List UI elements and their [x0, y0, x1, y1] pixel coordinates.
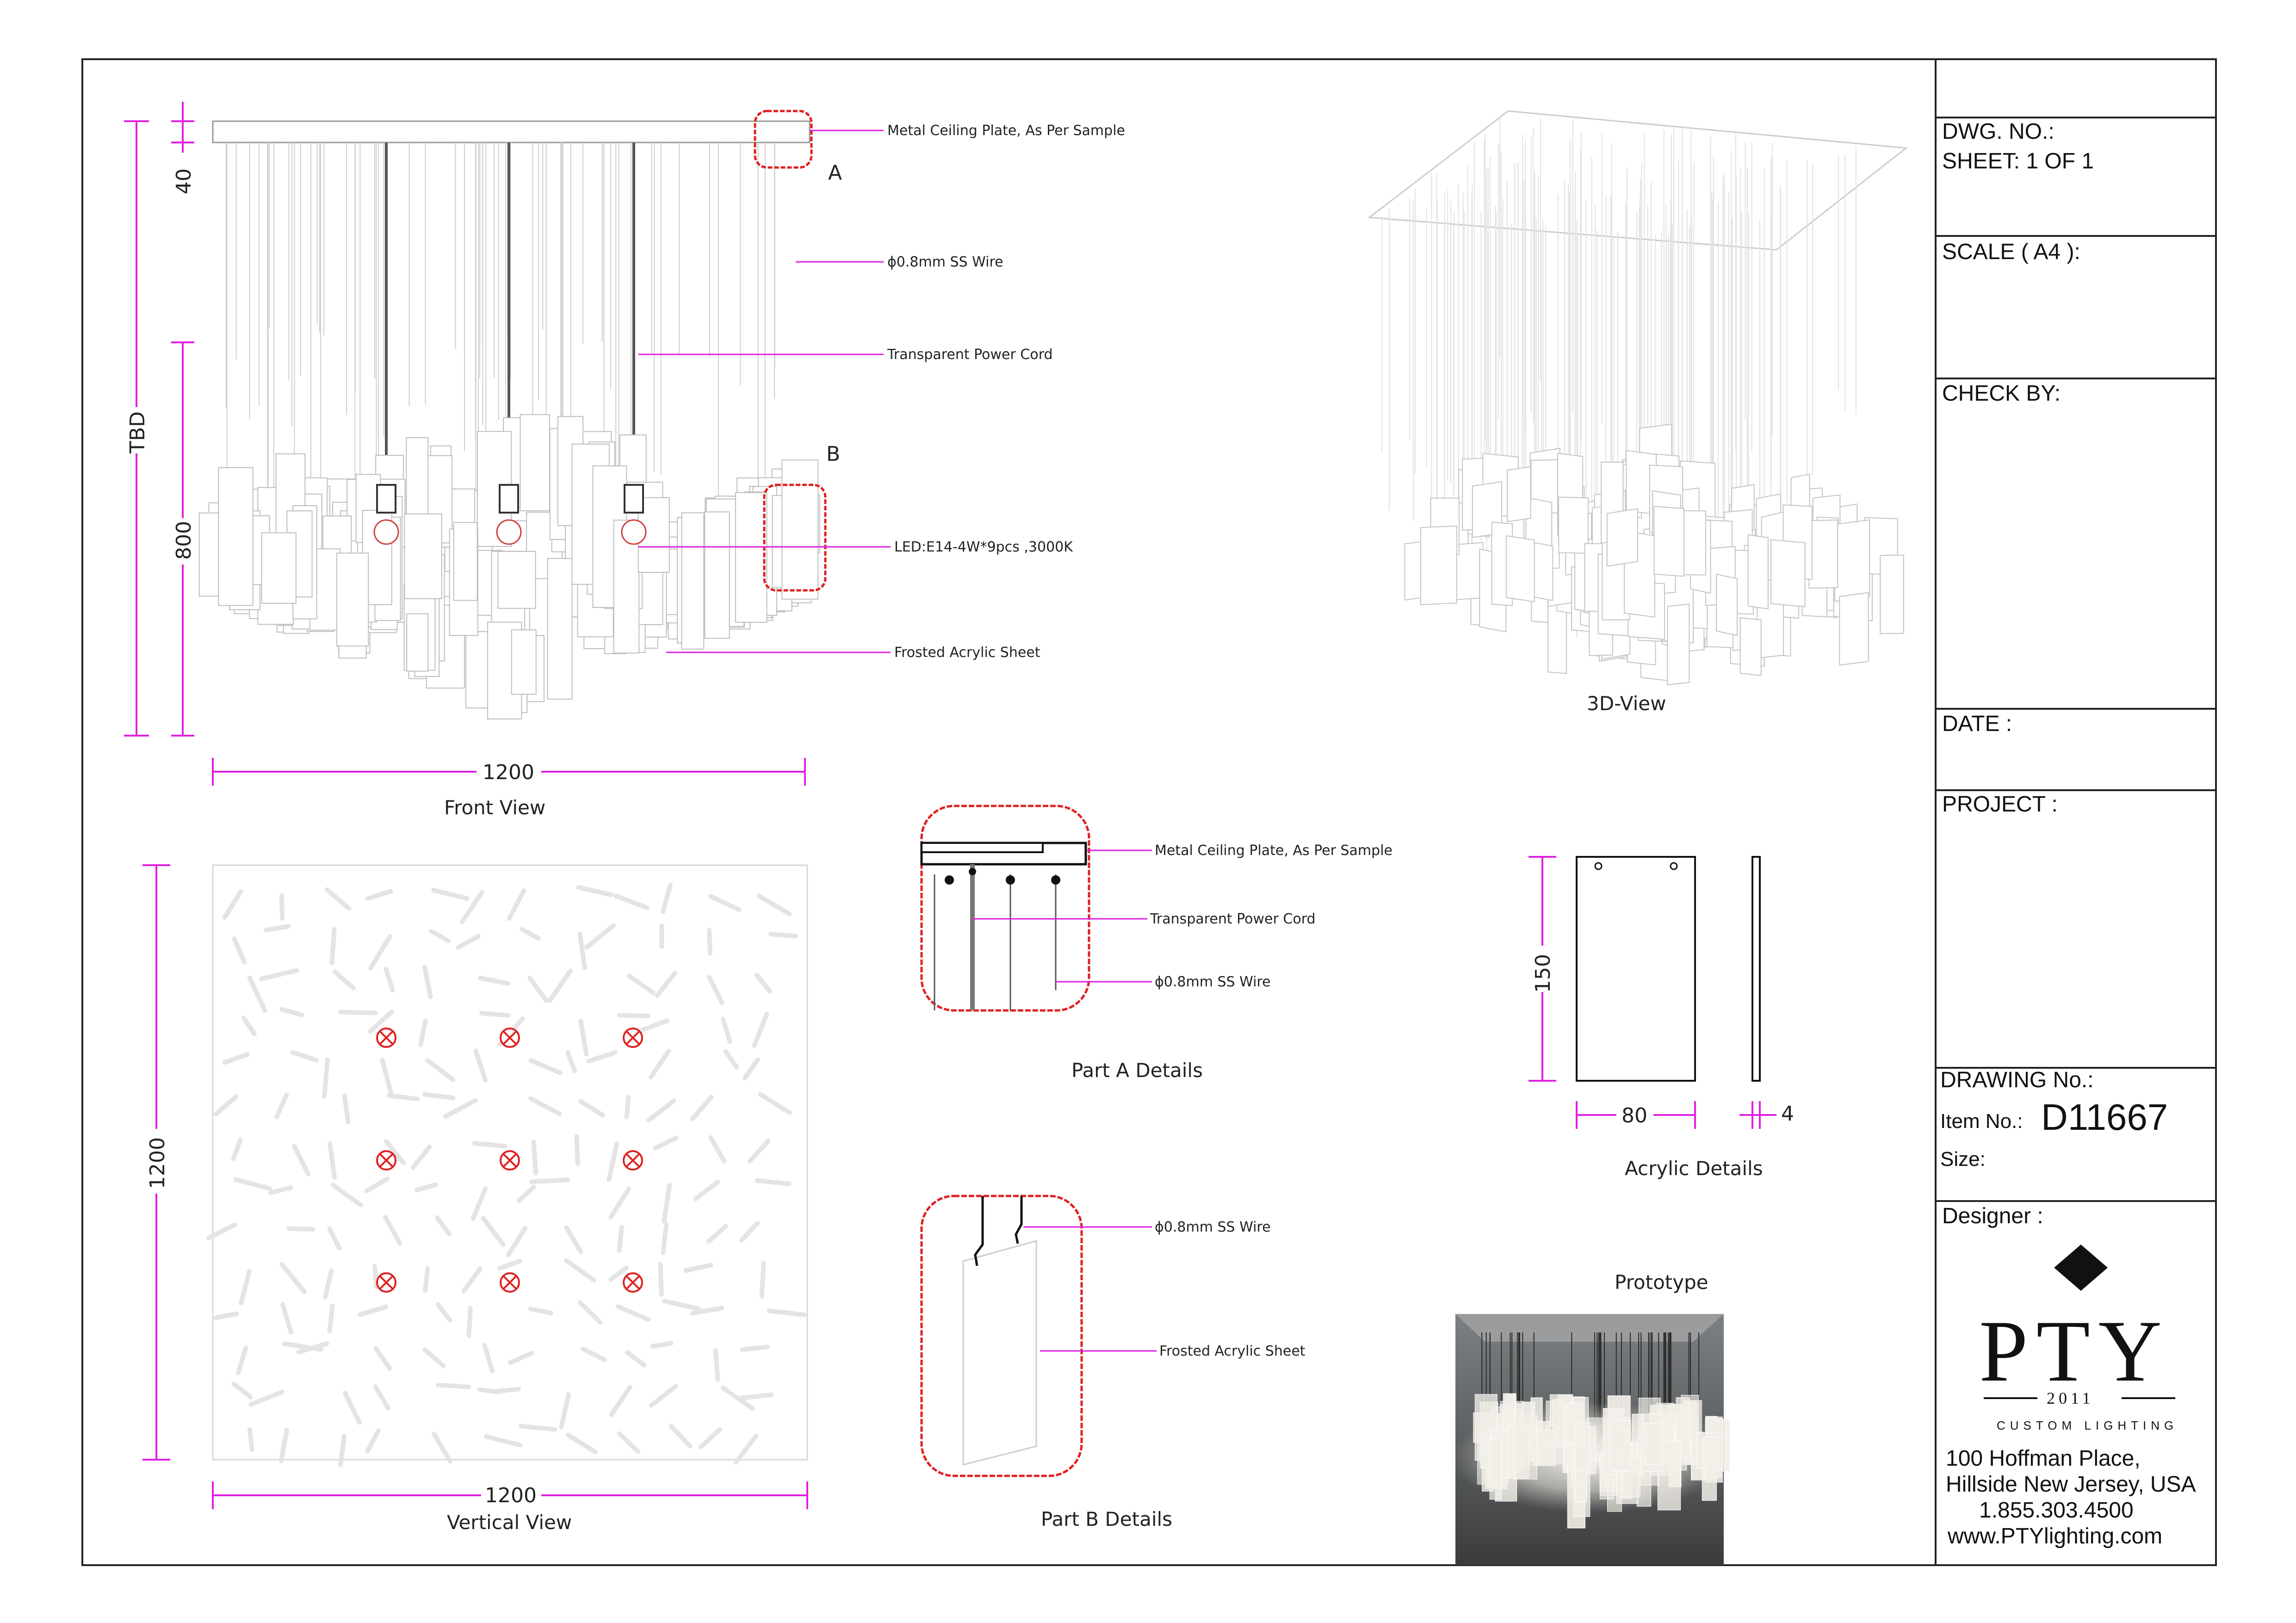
- tb-dwg-no: DWG. NO.:: [1942, 119, 2055, 144]
- part-b-callout-wire: ϕ0.8mm SS Wire: [1155, 1219, 1271, 1235]
- acrylic-sheet-front: [1576, 856, 1696, 1082]
- callout-led: LED:E14-4W*9pcs ,3000K: [894, 539, 1073, 555]
- part-a-callout-plate: Metal Ceiling Plate, As Per Sample: [1155, 842, 1392, 859]
- 3d-view-caption: 3D-View: [1587, 692, 1666, 715]
- tb-website: www.PTYlighting.com: [1947, 1524, 2162, 1549]
- vertical-view: 1200 1200 Vertical View: [142, 864, 808, 1534]
- led-bulbs: [373, 484, 647, 545]
- callout-acrylic-sheet: Frosted Acrylic Sheet: [894, 644, 1040, 661]
- marker-a-label: A: [828, 161, 842, 185]
- dim-total-height: TBD: [126, 411, 149, 454]
- tb-sheet: SHEET: 1 OF 1: [1942, 149, 2094, 173]
- tb-item-no-label: Item No.:: [1940, 1110, 2023, 1133]
- part-a-caption: Part A Details: [1071, 1059, 1203, 1082]
- front-view-caption: Front View: [444, 796, 545, 819]
- part-a-boundary: [920, 805, 1090, 1012]
- pty-logo-year: 2011: [2047, 1389, 2094, 1407]
- dim-acrylic-height: 150: [1531, 954, 1555, 993]
- tb-designer: Designer :: [1942, 1204, 2043, 1228]
- acrylic-caption: Acrylic Details: [1625, 1157, 1763, 1180]
- callout-ceiling-plate: Metal Ceiling Plate, As Per Sample: [887, 123, 1125, 139]
- tb-check-by: CHECK BY:: [1942, 381, 2061, 406]
- detail-marker-a: [754, 110, 813, 169]
- tb-drawing-no: DRAWING No.:: [1940, 1068, 2094, 1092]
- tb-address-2: Hillside New Jersey, USA: [1946, 1472, 2196, 1497]
- tb-address-1: 100 Hoffman Place,: [1946, 1446, 2141, 1471]
- tb-date: DATE :: [1942, 712, 2012, 736]
- part-b-caption: Part B Details: [1041, 1508, 1172, 1530]
- dim-acrylic-width: 80: [1621, 1104, 1647, 1127]
- prototype-caption: Prototype: [1615, 1271, 1708, 1294]
- prototype-photo: Prototype: [1453, 1271, 1730, 1565]
- tb-size: Size:: [1940, 1148, 1986, 1171]
- part-b-details: ϕ0.8mm SS Wire Frosted Acrylic Sheet Par…: [920, 1195, 1306, 1530]
- dim-vertical-width: 1200: [485, 1484, 537, 1507]
- three-d-view: 3D-View: [1367, 110, 1908, 715]
- pty-diamond-icon: [2054, 1245, 2108, 1291]
- part-b-callout-sheet: Frosted Acrylic Sheet: [1159, 1343, 1306, 1359]
- callout-power-cord: Transparent Power Cord: [887, 347, 1053, 363]
- front-view-callouts: [638, 130, 891, 653]
- pty-logo-tagline: CUSTOM LIGHTING: [1997, 1419, 2178, 1432]
- marker-b-label: B: [826, 442, 840, 466]
- ceiling-plate: [212, 120, 811, 143]
- tb-phone: 1.855.303.4500: [1979, 1498, 2134, 1523]
- part-a-callout-wire: ϕ0.8mm SS Wire: [1155, 974, 1271, 990]
- title-block: DWG. NO.: SHEET: 1 OF 1 SCALE ( A4 ): CH…: [1935, 59, 2216, 1565]
- vertical-view-caption: Vertical View: [447, 1511, 572, 1534]
- dim-vertical-depth: 1200: [146, 1137, 169, 1189]
- dim-acrylic-thickness: 4: [1781, 1102, 1794, 1126]
- tb-scale: SCALE ( A4 ):: [1942, 240, 2080, 264]
- part-b-boundary: [920, 1195, 1083, 1477]
- callout-ss-wire: ϕ0.8mm SS Wire: [887, 254, 1003, 270]
- 3d-view-acrylic-sheets: [1404, 423, 1904, 686]
- dim-plate-height: 40: [172, 168, 196, 194]
- part-a-details: Metal Ceiling Plate, As Per Sample Trans…: [920, 805, 1392, 1082]
- tb-project: PROJECT :: [1942, 792, 2058, 817]
- vertical-view-led-positions: [376, 1028, 643, 1293]
- front-view: A B Metal Ceiling Plate, As Per Sample ϕ…: [124, 102, 1125, 819]
- acrylic-sheet-side: [1751, 856, 1761, 1082]
- front-view-acrylic-sheets: [198, 414, 820, 719]
- vertical-view-sheet-marks: [206, 882, 807, 1468]
- drawing-border: [81, 58, 2217, 1566]
- pty-logo: PTY: [1979, 1303, 2170, 1400]
- dim-front-width: 1200: [483, 761, 534, 784]
- part-a-callout-cord: Transparent Power Cord: [1150, 911, 1316, 927]
- dim-body-height: 800: [172, 521, 196, 560]
- tb-item-no: D11667: [2041, 1096, 2168, 1138]
- acrylic-details: 150 80 4 Acrylic Details: [1529, 856, 1794, 1180]
